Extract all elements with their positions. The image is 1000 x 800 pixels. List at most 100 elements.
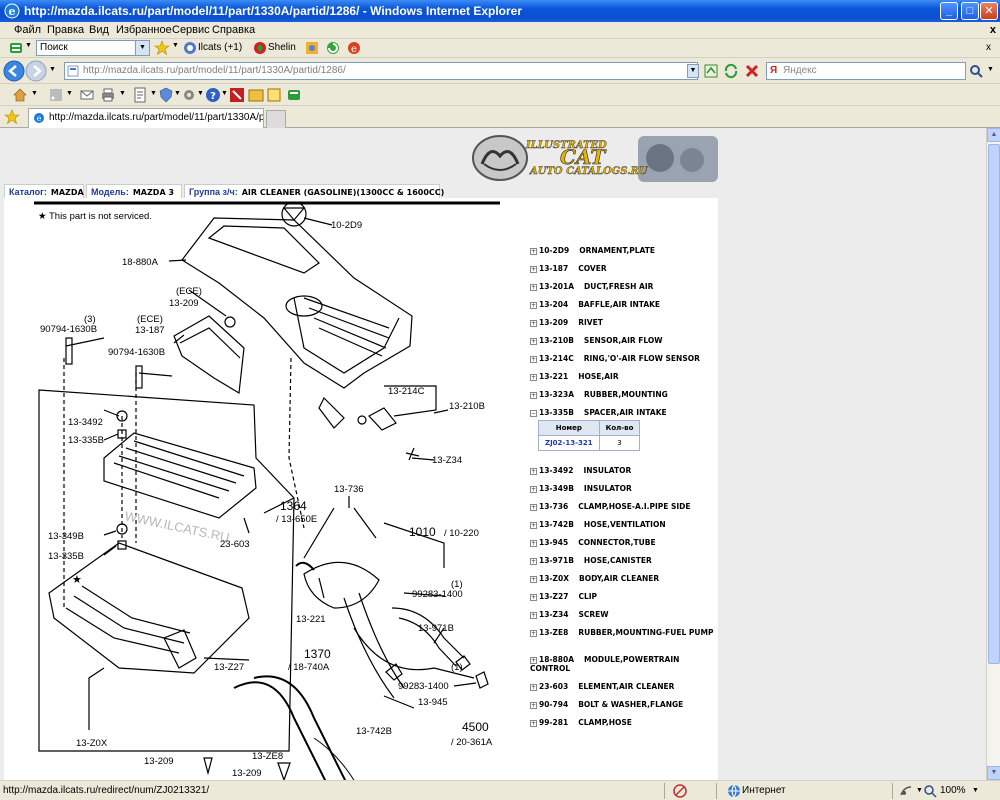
dropdown-arrow-icon[interactable]: ▼ (172, 42, 179, 49)
addon-green-icon[interactable] (286, 87, 302, 103)
menu-tools[interactable]: Сервис (172, 24, 210, 36)
gear-icon[interactable] (181, 87, 197, 103)
scroll-down-icon[interactable]: ▼ (987, 766, 1000, 780)
menu-view[interactable]: Вид (89, 24, 109, 36)
dropdown-arrow-icon[interactable]: ▼ (25, 42, 32, 49)
mail-icon[interactable] (79, 87, 95, 103)
expand-icon[interactable]: + (530, 719, 537, 727)
search-icon[interactable] (968, 63, 984, 79)
yandex-search-input[interactable]: Я Яндекс (766, 62, 966, 80)
expand-icon[interactable]: + (530, 521, 537, 529)
minimize-button[interactable]: _ (940, 2, 958, 20)
shelin-link[interactable]: Shelin (268, 42, 296, 53)
safety-shield-icon[interactable] (158, 87, 174, 103)
toolbar-search-input[interactable]: Поиск▼ (36, 40, 150, 56)
security-icon[interactable] (672, 783, 688, 799)
addon-puzzle-icon[interactable] (304, 40, 320, 56)
expand-icon[interactable]: + (530, 283, 537, 291)
favorites-star-icon[interactable] (4, 109, 20, 125)
breadcrumb-group[interactable]: Группа з/ч:AIR CLEANER (GASOLINE)(1300CC… (184, 184, 444, 200)
scroll-thumb[interactable] (988, 144, 1000, 664)
expand-icon[interactable]: + (530, 319, 537, 327)
zoom-icon[interactable] (922, 783, 938, 799)
home-icon[interactable] (12, 87, 28, 103)
menu-edit[interactable]: Правка (47, 24, 85, 36)
feeds-dropdown-icon[interactable]: ▼ (66, 90, 73, 97)
menu-close-x[interactable]: x (989, 24, 996, 36)
addon-note-icon[interactable] (266, 87, 282, 103)
print-icon[interactable] (100, 87, 116, 103)
expand-icon[interactable]: + (530, 656, 537, 664)
compatibility-view-icon[interactable] (703, 63, 719, 79)
expand-icon[interactable]: + (530, 503, 537, 511)
refresh-icon[interactable] (723, 63, 739, 79)
back-button-icon[interactable] (3, 60, 25, 82)
expand-icon[interactable]: + (530, 557, 537, 565)
shelin-icon[interactable] (252, 40, 268, 56)
tools-dropdown-icon[interactable]: ▼ (197, 90, 204, 97)
ie-red-icon[interactable]: e (346, 40, 362, 56)
expand-icon[interactable]: + (530, 701, 537, 709)
expand-icon[interactable]: + (530, 373, 537, 381)
menu-favorites[interactable]: Избранное (116, 24, 172, 36)
maximize-button[interactable]: □ (961, 2, 979, 20)
chevron-down-icon[interactable]: ▼ (135, 41, 149, 55)
breadcrumb-catalog[interactable]: Каталог:MAZDA (4, 184, 84, 200)
breadcrumb-model[interactable]: Модель:MAZDA 3 (86, 184, 182, 200)
search-dropdown-icon[interactable]: ▼ (987, 66, 994, 73)
ilcats-link[interactable]: Ilcats (+1) (198, 42, 243, 53)
vertical-scrollbar[interactable]: ▲ ▼ (986, 128, 1000, 780)
addon-folder-icon[interactable] (248, 87, 264, 103)
expand-icon[interactable]: + (530, 485, 537, 493)
expand-icon[interactable]: + (530, 391, 537, 399)
expand-icon[interactable]: + (530, 337, 537, 345)
stop-icon[interactable] (744, 63, 760, 79)
menu-file[interactable]: Файл (14, 24, 42, 36)
feeds-icon[interactable] (48, 87, 64, 103)
zoom-level[interactable]: 100% (940, 785, 966, 796)
new-tab-button[interactable] (266, 110, 286, 128)
help-dropdown-icon[interactable]: ▼ (221, 90, 228, 97)
star-favorites-icon[interactable] (154, 40, 170, 56)
zoom-dropdown-icon[interactable]: ▼ (972, 787, 979, 794)
expand-icon[interactable]: + (530, 247, 537, 255)
protected-dropdown-icon[interactable]: ▼ (916, 787, 923, 794)
expand-icon[interactable]: + (530, 611, 537, 619)
addon-red-icon[interactable] (229, 87, 245, 103)
part-number-link[interactable]: ZJ02-13-321 (538, 435, 600, 451)
toolbar-app-icon[interactable] (8, 40, 24, 56)
safety-dropdown-icon[interactable]: ▼ (174, 90, 181, 97)
expand-icon[interactable]: + (530, 355, 537, 363)
page-menu-icon[interactable] (132, 87, 148, 103)
expand-icon[interactable]: + (530, 683, 537, 691)
expand-icon[interactable]: + (530, 467, 537, 475)
help-icon[interactable]: ? (205, 87, 221, 103)
close-button[interactable]: ✕ (980, 2, 998, 20)
url-dropdown-icon[interactable]: ▼ (687, 64, 699, 78)
print-dropdown-icon[interactable]: ▼ (119, 90, 126, 97)
collapse-icon[interactable]: − (530, 409, 537, 417)
menu-help[interactable]: Справка (212, 24, 256, 36)
expand-icon[interactable]: + (530, 629, 537, 637)
